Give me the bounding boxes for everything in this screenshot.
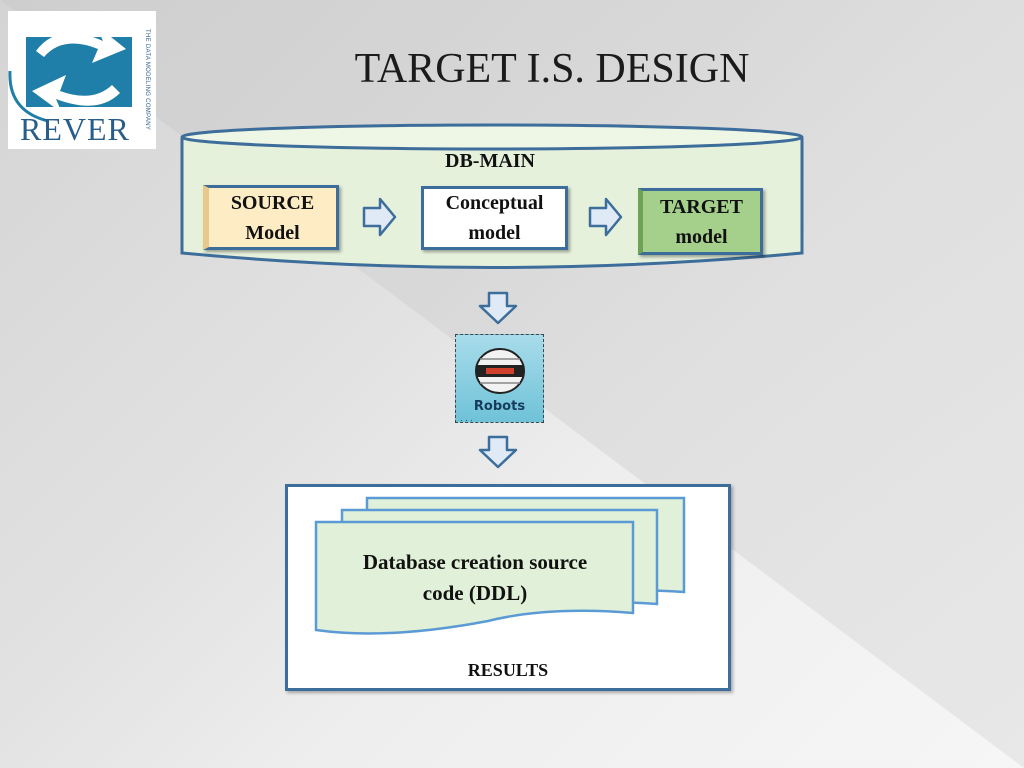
target-model-box: TARGET model — [638, 188, 763, 255]
robot-head-icon: . . . — [460, 348, 525, 423]
conceptual-model-box: Conceptual model — [421, 186, 568, 250]
arrow-down-icon — [478, 435, 518, 469]
ddl-document-text: Database creation source code (DDL) — [330, 547, 620, 609]
arrow-right-icon — [362, 197, 397, 237]
rever-logo: REVER THE DATA MODELING COMPANY — [8, 11, 156, 149]
robots-tool: . . . Robots — [455, 334, 544, 423]
source-model-box: SOURCE Model — [203, 185, 339, 250]
conceptual-model-line2: model — [468, 222, 521, 244]
ddl-line2: code (DDL) — [422, 581, 528, 605]
logo-wordmark: REVER — [20, 111, 130, 147]
source-model-line1: SOURCE — [230, 191, 315, 214]
rever-emblem-icon — [8, 25, 132, 123]
document-sheet-front — [314, 520, 635, 635]
svg-text:. . .: . . . — [460, 414, 473, 423]
target-model-line2: model — [675, 225, 728, 248]
page-title: TARGET I.S. DESIGN — [354, 46, 750, 92]
conceptual-model-line1: Conceptual — [445, 192, 544, 214]
results-label: RESULTS — [467, 660, 549, 680]
db-main-label: DB-MAIN — [445, 150, 535, 172]
ddl-line1: Database creation source — [362, 550, 588, 574]
arrow-down-icon — [478, 291, 518, 325]
target-model-line1: TARGET — [660, 195, 743, 218]
robots-label: Robots — [473, 399, 526, 414]
source-model-line2: Model — [245, 221, 300, 244]
logo-tagline: THE DATA MODELING COMPANY — [144, 29, 150, 131]
arrow-right-icon — [588, 197, 623, 237]
